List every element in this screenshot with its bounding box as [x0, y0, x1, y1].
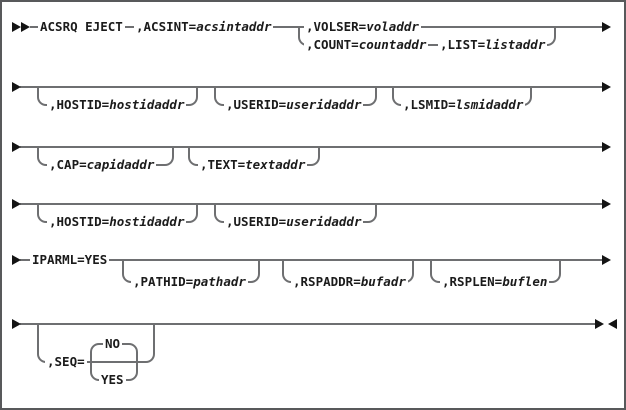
param-userid-label: ,USERID=useridaddr — [224, 97, 364, 113]
continue-arrow-icon — [12, 82, 21, 92]
param-rsplen-keyword: ,RSPLEN= — [442, 274, 503, 289]
param-userid2-keyword: ,USERID= — [226, 214, 287, 229]
param-acsint-keyword: ,ACSINT= — [136, 19, 197, 34]
param-hostid-label: ,HOSTID=hostidaddr — [47, 97, 187, 113]
param-volser-keyword: ,VOLSER= — [306, 19, 367, 34]
param-list-keyword: ,LIST= — [440, 37, 486, 52]
rail-row2 — [20, 86, 604, 88]
continue-arrow-icon — [12, 255, 21, 265]
rail-row4 — [20, 203, 604, 205]
variable-acsintaddr: acsintaddr — [196, 19, 272, 34]
param-pathid-keyword: ,PATHID= — [133, 274, 194, 289]
param-rspaddr-label: ,RSPADDR=bufadr — [291, 274, 408, 290]
continue-arrow-icon — [12, 142, 21, 152]
continue-arrow-icon — [602, 142, 611, 152]
variable-capidaddr: capidaddr — [86, 157, 155, 172]
param-iparml-keyword: IPARML=YES — [32, 252, 108, 267]
param-text-label: ,TEXT=textaddr — [198, 157, 308, 173]
continue-arrow-icon — [12, 319, 21, 329]
param-seq-label: ,SEQ= — [45, 354, 87, 370]
variable-pathadr: pathadr — [193, 274, 246, 289]
seq-yes-text: YES — [101, 372, 124, 387]
optional-loop-seq — [37, 323, 155, 363]
param-iparml-label: IPARML=YES — [30, 252, 110, 268]
rail-row5 — [20, 259, 604, 261]
param-volser-label: ,VOLSER=voladdr — [304, 19, 421, 35]
param-text-keyword: ,TEXT= — [200, 157, 246, 172]
keyword-acsrq-eject: ACSRQ EJECT — [38, 19, 125, 35]
variable-countaddr: countaddr — [358, 37, 427, 52]
param-lsmid-label: ,LSMID=lsmidaddr — [401, 97, 526, 113]
param-hostid2-label: ,HOSTID=hostidaddr — [47, 214, 187, 230]
param-userid2-label: ,USERID=useridaddr — [224, 214, 364, 230]
param-count-keyword: ,COUNT= — [306, 37, 359, 52]
variable-useridaddr: useridaddr — [286, 97, 362, 112]
param-seq-keyword: ,SEQ= — [47, 354, 85, 369]
param-pathid-label: ,PATHID=pathadr — [131, 274, 248, 290]
param-acsint-label: ,ACSINT=acsintaddr — [134, 19, 274, 35]
param-rspaddr-keyword: ,RSPADDR= — [293, 274, 361, 289]
seq-option-yes-label: YES — [99, 372, 126, 388]
continue-arrow-icon — [12, 199, 21, 209]
variable-hostidaddr2: hostidaddr — [109, 214, 185, 229]
variable-buflen: buflen — [502, 274, 548, 289]
variable-bufadr: bufadr — [360, 274, 406, 289]
rail-row6 — [20, 323, 597, 325]
param-list-label: ,LIST=listaddr — [438, 37, 548, 53]
end-symbol-left-icon — [608, 319, 617, 329]
continue-arrow-icon — [602, 255, 611, 265]
variable-lsmidaddr: lsmidaddr — [455, 97, 524, 112]
param-hostid2-keyword: ,HOSTID= — [49, 214, 110, 229]
variable-voladdr: voladdr — [366, 19, 419, 34]
continue-arrow-icon — [602, 22, 611, 32]
continue-arrow-icon — [602, 199, 611, 209]
start-symbol-icon — [21, 22, 30, 32]
param-cap-label: ,CAP=capidaddr — [47, 157, 157, 173]
variable-textaddr: textaddr — [245, 157, 306, 172]
start-symbol-icon — [12, 22, 21, 32]
seq-no-text: NO — [105, 336, 121, 351]
variable-listaddr: listaddr — [485, 37, 546, 52]
param-userid-keyword: ,USERID= — [226, 97, 287, 112]
param-hostid-keyword: ,HOSTID= — [49, 97, 110, 112]
param-rsplen-label: ,RSPLEN=buflen — [440, 274, 550, 290]
param-cap-keyword: ,CAP= — [49, 157, 87, 172]
param-lsmid-keyword: ,LSMID= — [403, 97, 456, 112]
param-count-label: ,COUNT=countaddr — [304, 37, 429, 53]
continue-arrow-icon — [602, 82, 611, 92]
variable-hostidaddr: hostidaddr — [109, 97, 185, 112]
end-symbol-right-icon — [595, 319, 604, 329]
variable-useridaddr2: useridaddr — [286, 214, 362, 229]
keyword-text: ACSRQ EJECT — [40, 19, 123, 34]
seq-option-no-label: NO — [103, 336, 123, 352]
